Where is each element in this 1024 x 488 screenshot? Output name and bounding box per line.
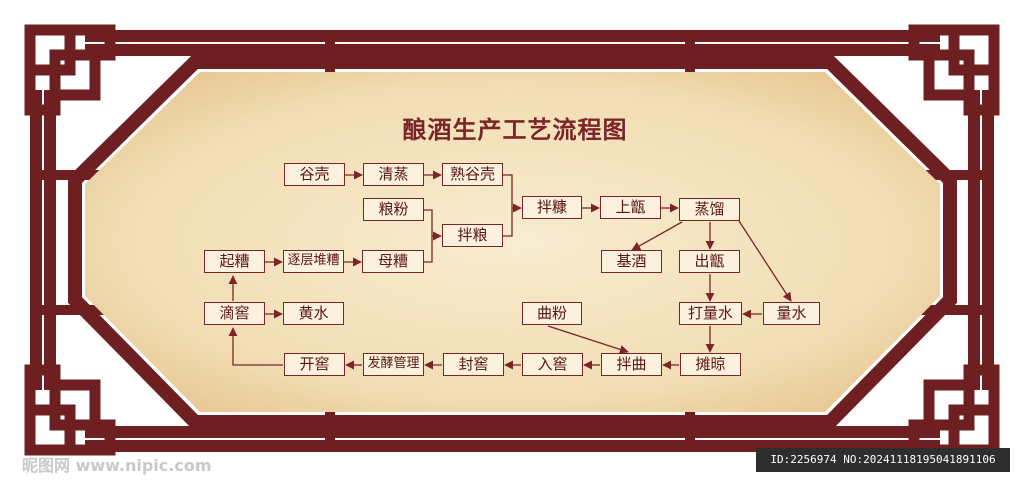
node-banliang: 拌粮 <box>442 224 503 247</box>
node-fajiaoguanli: 发酵管理 <box>363 353 424 376</box>
node-fengjiao: 封窖 <box>443 353 504 376</box>
node-shangzeng: 上甑 <box>600 196 661 219</box>
node-muzao: 母糟 <box>362 250 424 273</box>
watermark-id: ID:2256974 NO:20241118195041891106 <box>756 448 1010 472</box>
node-zhucengduizao: 逐层堆糟 <box>283 250 344 273</box>
bracket-shuguke-banliang <box>503 174 513 237</box>
node-banzao: 拌糠 <box>522 196 582 219</box>
node-guke: 谷壳 <box>284 163 345 186</box>
flow-connectors <box>228 170 792 370</box>
node-liangshui: 量水 <box>763 302 820 325</box>
node-zhengliu: 蒸馏 <box>679 198 740 221</box>
node-kaijiao: 开窖 <box>284 353 345 376</box>
parchment-background <box>85 72 940 412</box>
arrow-zhengliu-jijiu <box>631 221 683 251</box>
node-shuguke: 熟谷壳 <box>442 163 503 186</box>
node-qingzheng: 清蒸 <box>363 163 424 186</box>
node-banqu: 拌曲 <box>601 353 662 376</box>
arrow-qufen-banqu <box>547 325 629 354</box>
node-huangshui: 黄水 <box>283 302 344 325</box>
node-tanliang: 摊晾 <box>680 353 741 376</box>
node-jijiu: 基酒 <box>601 250 662 273</box>
node-rujiao: 入窖 <box>522 353 583 376</box>
node-qizao: 起糟 <box>204 250 265 273</box>
arrow-zhengliu-liangshui <box>738 220 792 302</box>
node-liangfen: 粮粉 <box>363 198 424 221</box>
diagram-title: 酿酒生产工艺流程图 <box>402 116 628 144</box>
node-qufen: 曲粉 <box>522 302 582 325</box>
watermark-site: 昵图网 www.nipic.com <box>22 456 212 475</box>
node-dalianshui: 打量水 <box>679 302 742 325</box>
node-chuzeng: 出甑 <box>679 250 740 273</box>
node-dijiao: 滴窖 <box>204 302 265 325</box>
arrow-kaijiao-dijiao <box>228 327 283 366</box>
